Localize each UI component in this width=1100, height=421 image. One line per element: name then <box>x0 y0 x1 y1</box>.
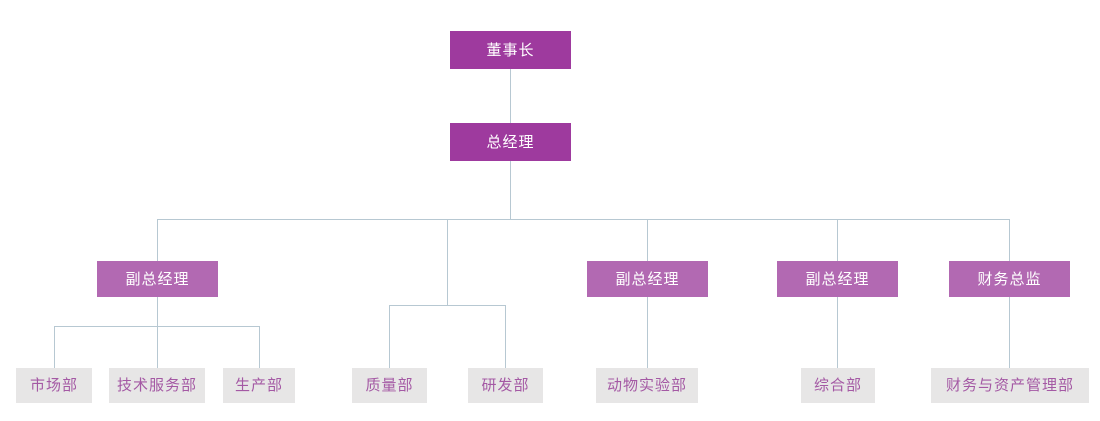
connector-line <box>54 326 55 368</box>
org-node-general-manager: 总经理 <box>450 123 571 161</box>
org-node-tech-service-dept: 技术服务部 <box>109 368 205 403</box>
connector-line <box>505 305 506 368</box>
connector-line <box>157 219 158 261</box>
connector-line <box>389 305 390 368</box>
org-node-deputy-gm-1: 副总经理 <box>97 261 218 297</box>
org-node-chairman: 董事长 <box>450 31 571 69</box>
org-node-deputy-gm-2: 副总经理 <box>587 261 708 297</box>
connector-line <box>510 69 511 123</box>
org-node-finance-asset-dept: 财务与资产管理部 <box>931 368 1089 403</box>
org-node-marketing-dept: 市场部 <box>16 368 92 403</box>
connector-line <box>510 161 511 219</box>
connector-line <box>647 297 648 368</box>
connector-line <box>837 219 838 261</box>
connector-line <box>1009 219 1010 261</box>
connector-line <box>1009 297 1010 368</box>
org-node-general-affairs-dept: 综合部 <box>801 368 875 403</box>
org-node-animal-lab-dept: 动物实验部 <box>596 368 698 403</box>
connector-line <box>447 219 448 305</box>
org-node-deputy-gm-3: 副总经理 <box>777 261 898 297</box>
org-node-quality-dept: 质量部 <box>352 368 427 403</box>
connector-line <box>157 326 158 368</box>
connector-line <box>259 326 260 368</box>
connector-line <box>837 297 838 368</box>
connector-line <box>647 219 648 261</box>
connector-line <box>157 219 1010 220</box>
org-node-rnd-dept: 研发部 <box>468 368 543 403</box>
org-node-production-dept: 生产部 <box>223 368 295 403</box>
connector-line <box>389 305 506 306</box>
connector-line <box>157 297 158 326</box>
org-node-finance-director: 财务总监 <box>949 261 1070 297</box>
